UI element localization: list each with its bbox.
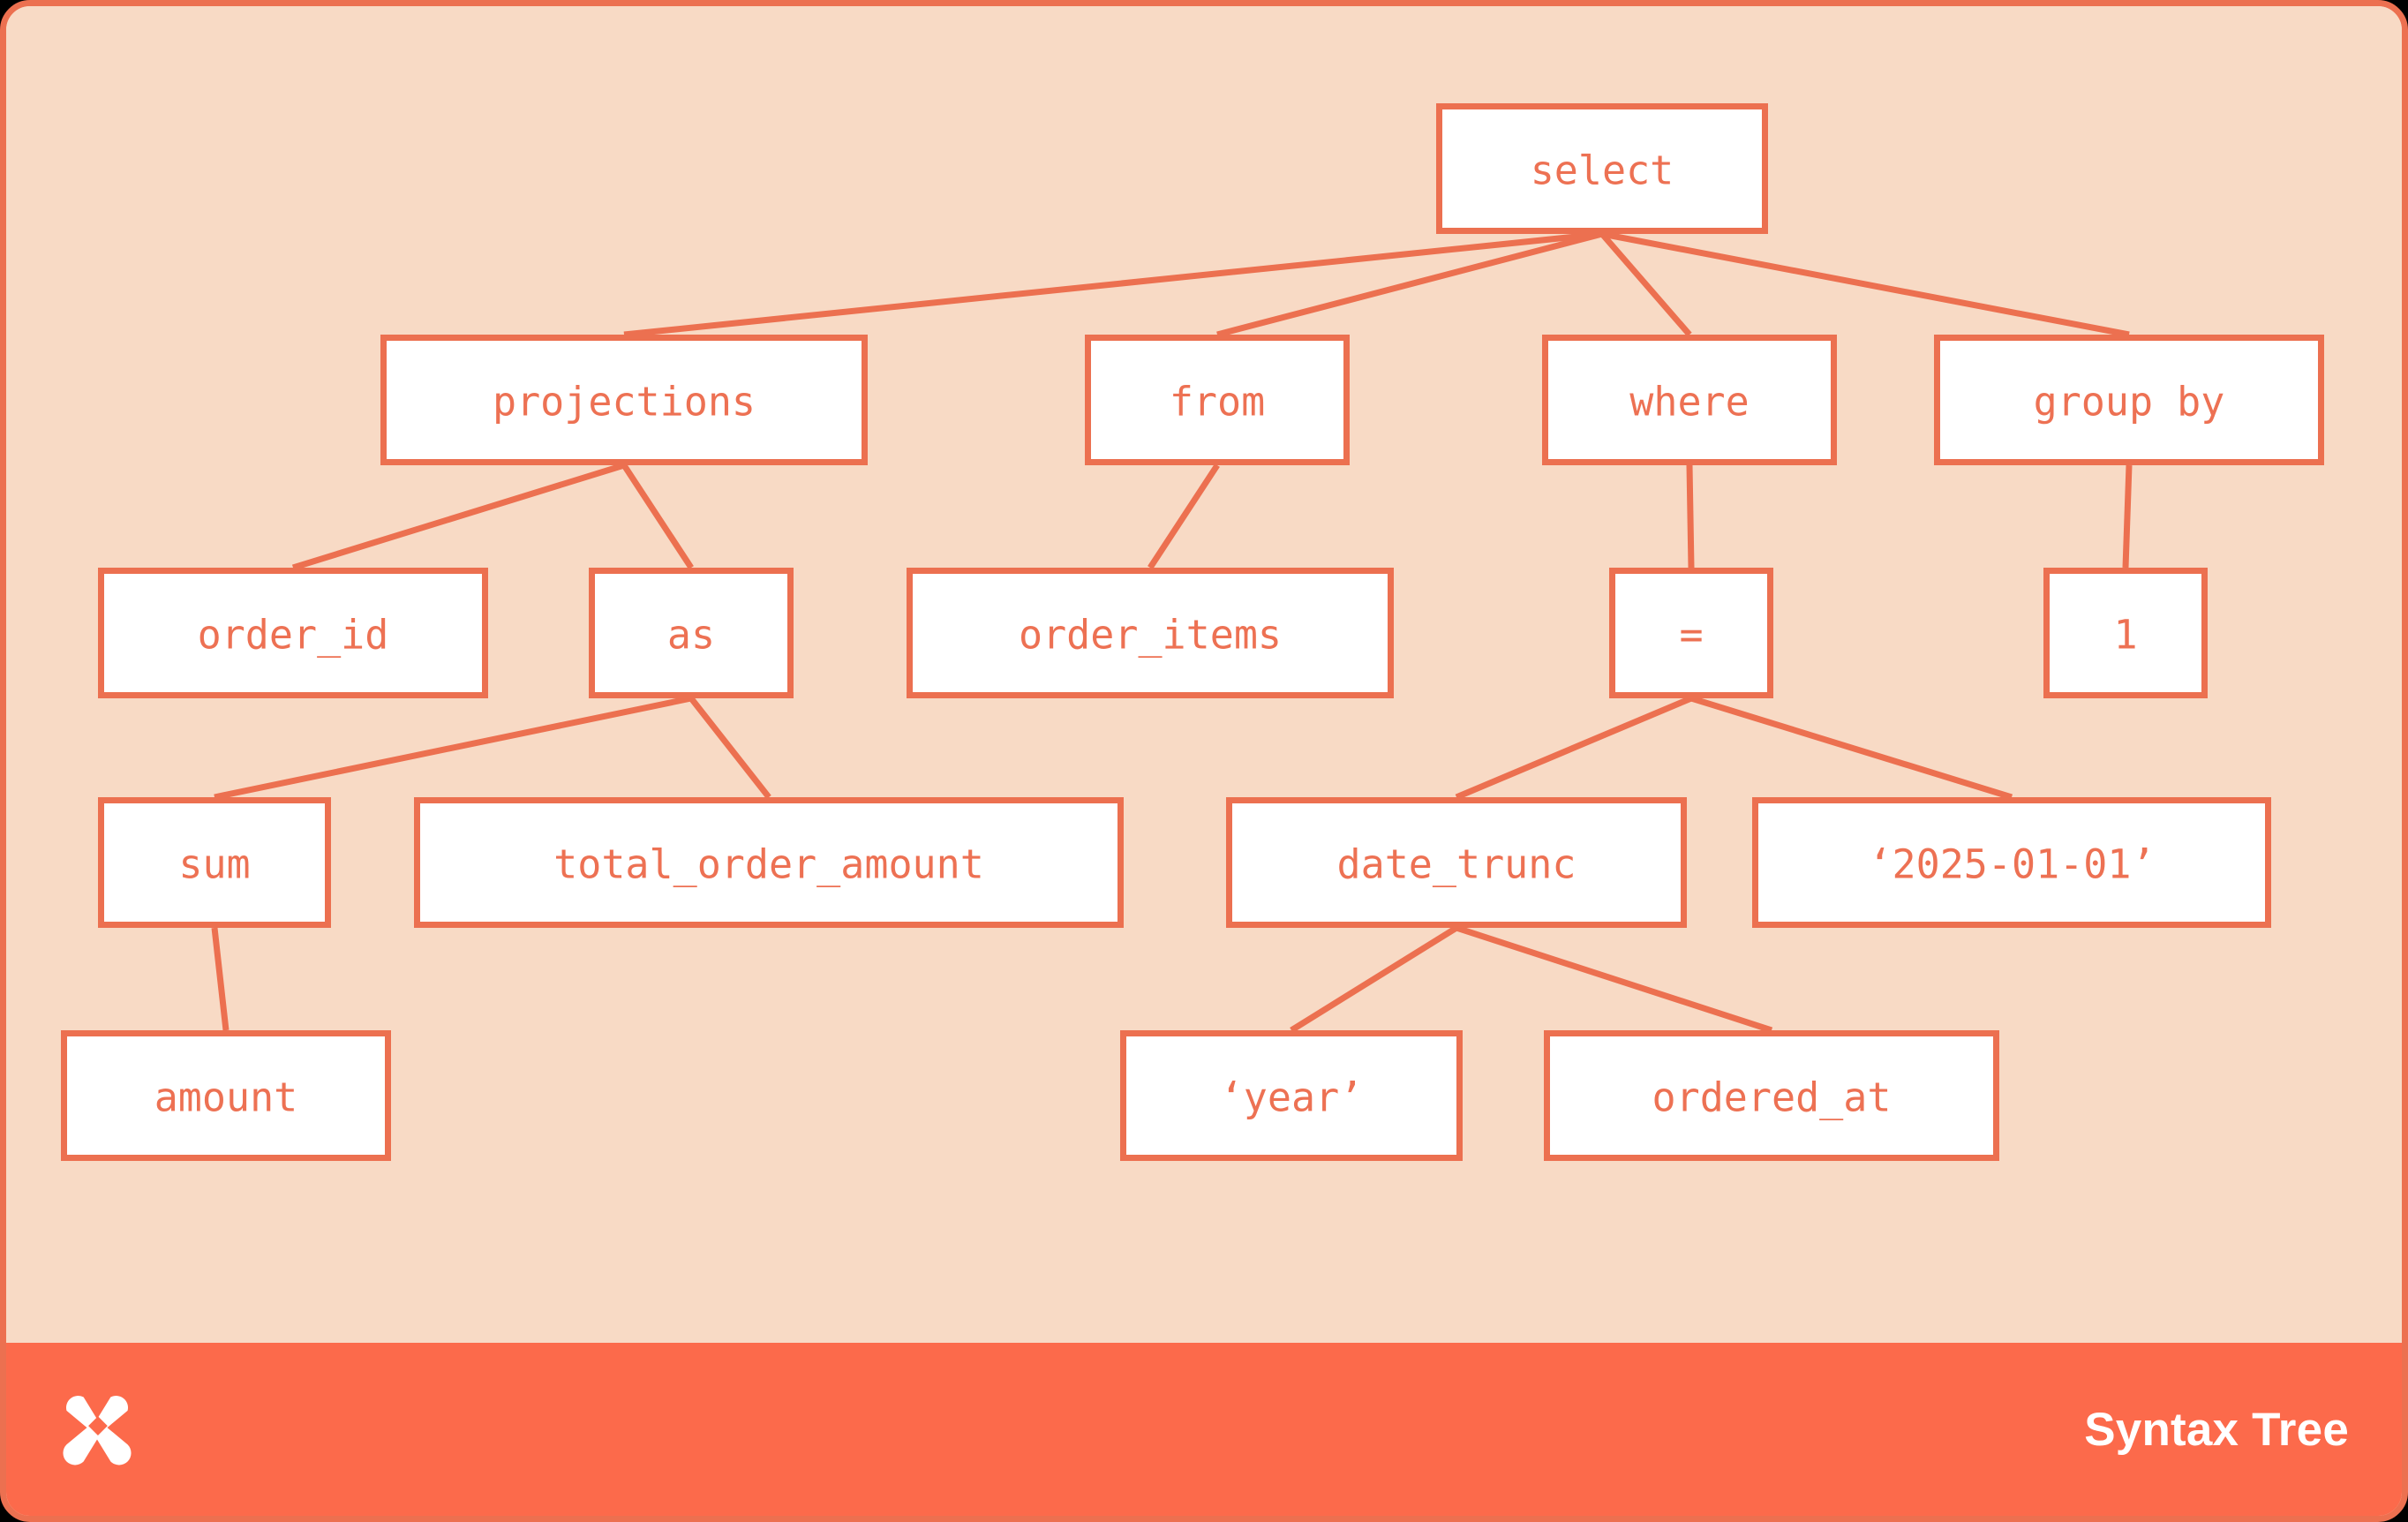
tree-edge <box>1601 230 2130 338</box>
tree-node-box <box>1436 103 1768 234</box>
tree-node-box <box>1544 1030 1999 1161</box>
tree-node-box <box>98 797 331 928</box>
tree-node-box <box>907 568 1394 698</box>
tree-node[interactable]: sum <box>98 797 331 928</box>
syntax-tree-diagram: select projections from where group by order_… <box>6 6 2402 1343</box>
tree-edge <box>1216 230 1603 338</box>
footer-bar: Syntax Tree <box>6 1343 2402 1516</box>
footer-title: Syntax Tree <box>2084 1403 2349 1456</box>
tree-node-label: order_id <box>198 612 389 659</box>
tree-node[interactable]: amount <box>61 1030 391 1161</box>
tree-node[interactable]: as <box>589 568 794 698</box>
tree-node[interactable]: ‘2025-01-01’ <box>1752 797 2271 928</box>
syntax-tree-svg: select projections from where group by order_… <box>61 103 2324 1161</box>
tree-node-label: select <box>1531 147 1674 194</box>
tree-edges <box>211 230 2133 1034</box>
tree-node[interactable]: ‘year’ <box>1120 1030 1463 1161</box>
tree-node[interactable]: projections <box>380 335 868 465</box>
tree-edge <box>291 462 626 571</box>
tree-node[interactable]: from <box>1085 335 1350 465</box>
tree-edge <box>1599 231 1692 337</box>
tree-edge <box>621 463 694 569</box>
tree-node-box <box>414 797 1124 928</box>
tree-node-label: date_trunc <box>1337 841 1576 888</box>
tree-edge <box>1455 924 1773 1034</box>
tree-edge <box>1290 925 1458 1033</box>
tree-node-label: order_items <box>1019 612 1282 659</box>
tree-node-box <box>2043 568 2208 698</box>
tree-edge <box>689 696 771 800</box>
tree-node-box <box>1120 1030 1463 1161</box>
tree-node[interactable]: select <box>1436 103 1768 234</box>
tree-node-label: sum <box>178 841 250 888</box>
tree-node-box <box>1542 335 1837 465</box>
starburst-x-logo-icon <box>63 1396 132 1465</box>
tree-node-box <box>1226 797 1687 928</box>
tree-node-label: where <box>1629 379 1749 426</box>
tree-node-label: ‘2025-01-01’ <box>1868 841 2155 888</box>
tree-node[interactable]: date_trunc <box>1226 797 1687 928</box>
tree-node[interactable]: group by <box>1934 335 2324 465</box>
tree-edge <box>1686 464 1695 569</box>
tree-node[interactable]: = <box>1609 568 1773 698</box>
tree-node-label: ordered_at <box>1652 1074 1892 1121</box>
tree-node-label: as <box>667 612 715 659</box>
tree-node[interactable]: ordered_at <box>1544 1030 1999 1161</box>
tree-node-box <box>380 335 868 465</box>
tree-nodes: select projections from where group by order_… <box>61 103 2324 1161</box>
tree-edge <box>1689 695 2013 801</box>
tree-edge <box>2122 464 2133 569</box>
tree-node[interactable]: 1 <box>2043 568 2208 698</box>
tree-node-label: amount <box>154 1074 298 1121</box>
tree-node-label: from <box>1170 379 1265 426</box>
tree-node[interactable]: total_order_amount <box>414 797 1124 928</box>
tree-node-box <box>1934 335 2324 465</box>
tree-node-label: total_order_amount <box>553 841 984 888</box>
tree-edge <box>623 230 1603 338</box>
tree-edge <box>1455 695 1693 801</box>
tree-node-box <box>1609 568 1773 698</box>
tree-node-label: = <box>1679 612 1703 659</box>
tree-node[interactable]: where <box>1542 335 1837 465</box>
tree-node-label: projections <box>493 379 756 426</box>
tree-node-box <box>98 568 488 698</box>
tree-node-box <box>1085 335 1350 465</box>
tree-node-box <box>61 1030 391 1161</box>
tree-edge <box>211 927 230 1031</box>
tree-node[interactable]: order_id <box>98 568 488 698</box>
tree-edge <box>1148 463 1220 569</box>
tree-node-label: 1 <box>2113 612 2137 659</box>
tree-node[interactable]: order_items <box>907 568 1394 698</box>
tree-edge <box>214 695 692 801</box>
tree-node-label: ‘year’ <box>1220 1074 1364 1121</box>
tree-node-box <box>1752 797 2271 928</box>
tree-node-box <box>589 568 794 698</box>
tree-node-label: group by <box>2034 379 2225 426</box>
